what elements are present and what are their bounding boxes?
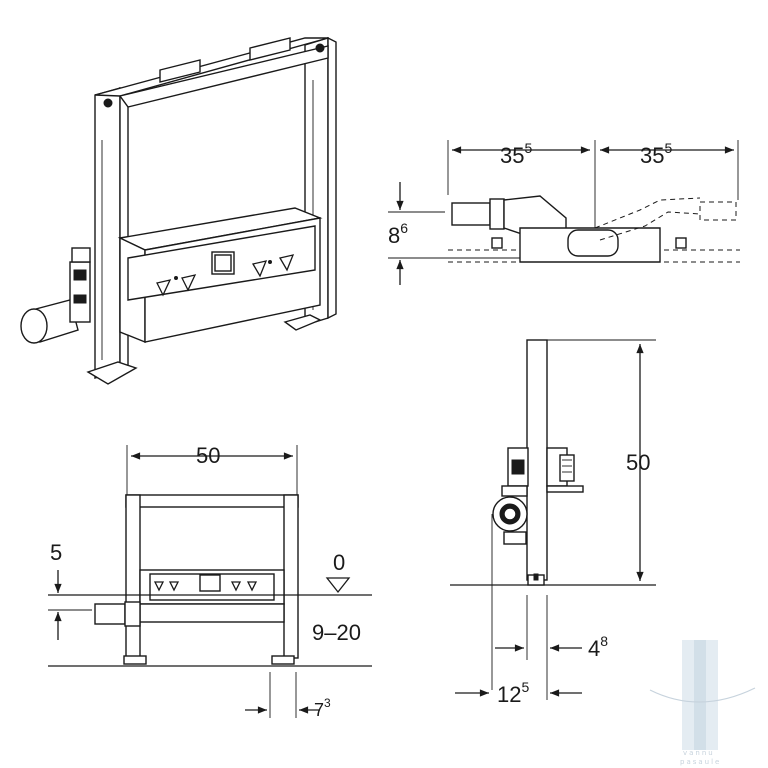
dim-side-height: 50 xyxy=(626,450,650,475)
dim-side-depth-small: 48 xyxy=(588,633,608,661)
dim-front-range: 9–20 xyxy=(312,620,361,645)
dim-front-width: 50 xyxy=(196,443,220,468)
watermark-line2: pasaule xyxy=(680,758,721,766)
dim-width-right: 355 xyxy=(640,140,672,168)
iso-left-post xyxy=(94,87,121,379)
side-post xyxy=(526,339,548,581)
dim-height-top: 86 xyxy=(388,220,408,248)
front-pipe xyxy=(94,603,126,625)
front-top-rail xyxy=(125,494,299,508)
dim-side-depth: 125 xyxy=(497,679,529,707)
watermark-line1: vannu xyxy=(683,749,715,757)
watermark-logo: vannu pasaule xyxy=(649,640,756,766)
front-view: 50 5 0 9–20 xyxy=(48,443,372,720)
dim-front-offset: 73 xyxy=(314,696,331,720)
iso-left-foot xyxy=(86,361,138,385)
dim-width-left: 355 xyxy=(500,140,532,168)
dim-front-height-left: 5 xyxy=(50,540,62,565)
top-pipe xyxy=(451,202,491,226)
top-view: 355 355 86 xyxy=(388,140,740,285)
front-left-post xyxy=(125,494,141,659)
isometric-view xyxy=(20,36,337,385)
front-right-post xyxy=(283,494,299,659)
side-view: 50 48 125 xyxy=(450,339,656,707)
dim-front-level: 0 xyxy=(333,550,345,575)
